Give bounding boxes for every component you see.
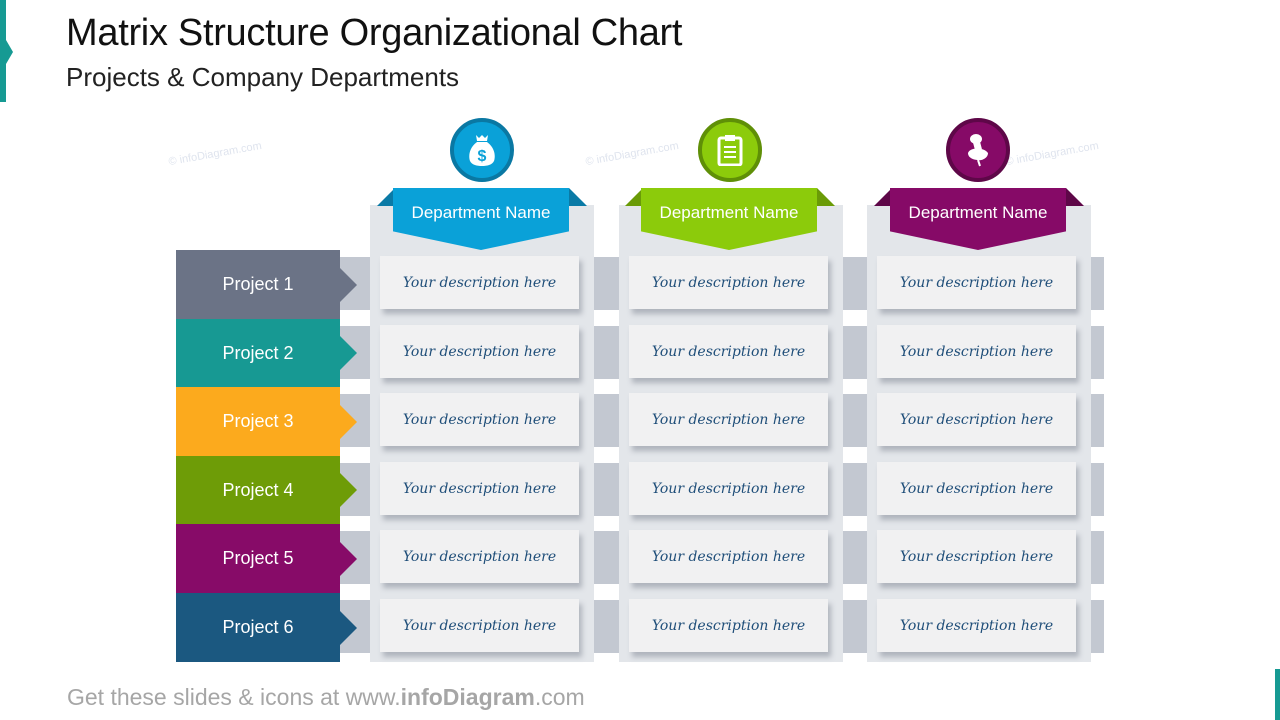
description-card[interactable]: Your description here (877, 325, 1076, 378)
project-label-5: Project 5 (176, 524, 357, 593)
project-name: Project 6 (222, 617, 294, 637)
arrow-icon (340, 541, 357, 576)
watermark: © infoDiagram.com (584, 139, 680, 169)
department-header-1: Department Name (377, 188, 587, 250)
accent-bar (0, 0, 6, 102)
pushpin-icon (968, 134, 988, 167)
footer-suffix: .com (534, 684, 585, 710)
description-card[interactable]: Your description here (380, 599, 579, 652)
arrow-icon (340, 473, 357, 507)
department-header-2: Department Name (625, 188, 835, 250)
project-label-2: Project 2 (176, 319, 357, 387)
department-header-3: Department Name (874, 188, 1084, 250)
department-icon-2 (698, 118, 762, 182)
corner-accent-bar (1275, 669, 1280, 720)
department-icon-3 (946, 118, 1010, 182)
department-name: Department Name (393, 188, 569, 250)
project-name: Project 4 (222, 479, 294, 500)
description-card[interactable]: Your description here (877, 393, 1076, 446)
description-card[interactable]: Your description here (380, 530, 579, 583)
page-title: Matrix Structure Organizational Chart (66, 12, 683, 54)
project-name: Project 2 (222, 342, 294, 363)
project-label-1: Project 1 (176, 250, 357, 319)
clipboard-icon (717, 135, 743, 166)
description-card[interactable]: Your description here (877, 462, 1076, 515)
project-label-3: Project 3 (176, 387, 357, 456)
footer-prefix: Get these slides & icons at www. (67, 684, 401, 710)
description-card[interactable]: Your description here (380, 462, 579, 515)
description-card[interactable]: Your description here (380, 393, 579, 446)
project-name: Project 3 (222, 411, 294, 431)
arrow-icon (340, 404, 357, 439)
svg-text:$: $ (478, 148, 487, 165)
arrow-icon (340, 267, 357, 302)
description-card[interactable]: Your description here (629, 393, 828, 446)
footer-credit: Get these slides & icons at www.infoDiag… (67, 684, 585, 711)
project-label-4: Project 4 (176, 456, 357, 524)
description-card[interactable]: Your description here (629, 599, 828, 652)
description-card[interactable]: Your description here (380, 256, 579, 309)
footer-brand[interactable]: infoDiagram (400, 684, 535, 710)
description-card[interactable]: Your description here (629, 256, 828, 309)
description-card[interactable]: Your description here (629, 530, 828, 583)
department-name: Department Name (641, 188, 817, 250)
project-name: Project 1 (222, 274, 294, 294)
description-card[interactable]: Your description here (877, 530, 1076, 583)
project-name: Project 5 (222, 548, 294, 568)
watermark: © infoDiagram.com (1004, 139, 1100, 169)
description-card[interactable]: Your description here (380, 325, 579, 378)
arrow-icon (340, 336, 357, 370)
description-card[interactable]: Your description here (629, 462, 828, 515)
description-card[interactable]: Your description here (629, 325, 828, 378)
description-card[interactable]: Your description here (877, 256, 1076, 309)
department-icon-1: $ (450, 118, 514, 182)
arrow-icon (340, 610, 357, 645)
department-name: Department Name (890, 188, 1066, 250)
money-bag-icon: $ (469, 135, 495, 166)
project-label-6: Project 6 (176, 593, 357, 662)
description-card[interactable]: Your description here (877, 599, 1076, 652)
watermark: © infoDiagram.com (167, 139, 263, 169)
accent-notch (6, 40, 13, 64)
page-subtitle: Projects & Company Departments (66, 62, 460, 92)
